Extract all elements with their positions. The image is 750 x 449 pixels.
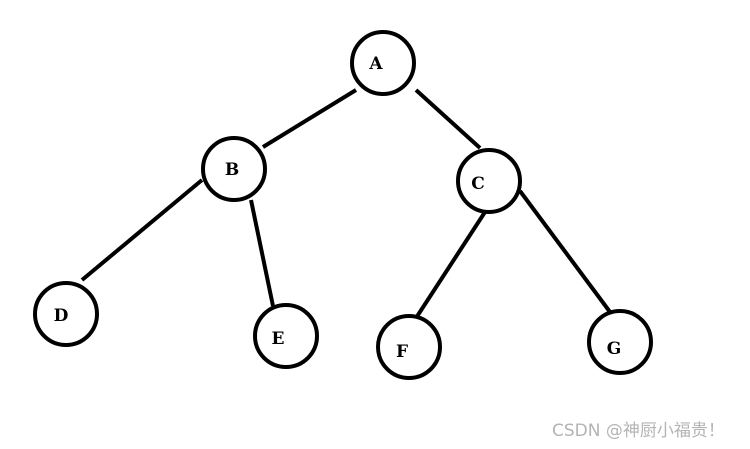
node-b-circle [201,136,267,202]
node-e-label: E [272,329,285,349]
tree-nodes: A B C D E F G [33,30,653,380]
node-f-circle [376,314,442,380]
node-d: D [33,281,99,347]
node-g-label: G [607,339,622,359]
node-e-circle [253,303,319,369]
edge-b-d [80,178,204,282]
node-g-circle [587,309,653,375]
tree-edges [80,88,612,320]
node-g: G [587,309,653,375]
edge-c-g [518,189,612,314]
node-f-label: F [396,342,408,362]
node-b: B [201,136,267,202]
node-c-circle [456,148,522,214]
node-b-label: B [225,160,239,180]
node-a-label: A [368,54,383,74]
node-a-circle [350,30,416,96]
node-c: C [456,148,522,214]
edge-a-b [261,88,358,149]
csdn-watermark: CSDN @神厨小福贵！ [552,421,725,441]
edge-b-e [249,199,275,307]
node-e: E [253,303,319,369]
node-a: A [350,30,416,96]
node-f: F [376,314,442,380]
edge-a-c [414,88,482,150]
edge-c-f [414,210,487,320]
node-d-label: D [54,306,69,326]
node-c-label: C [471,174,485,194]
node-d-circle [33,281,99,347]
